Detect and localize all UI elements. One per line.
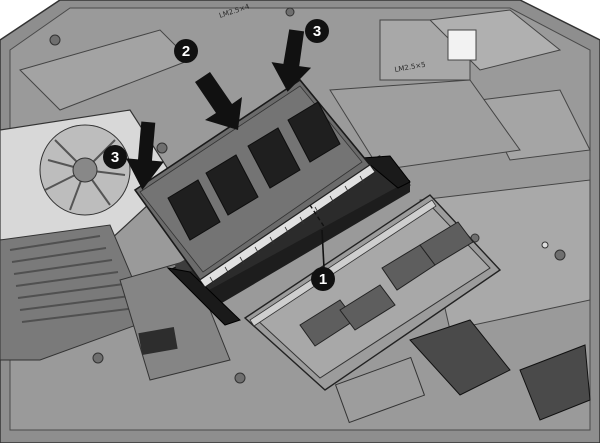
edge-connectors: [334, 319, 591, 424]
screw-icon: [49, 7, 566, 384]
notch-alignment-line: [309, 204, 326, 229]
callout-2-label: 2: [182, 43, 190, 60]
heatsink-fins: [0, 224, 231, 381]
callout-3-left: 3: [103, 145, 127, 169]
lower-memory-module: [243, 194, 502, 391]
callout-3-top: 3: [305, 19, 329, 43]
callout-1-label: 1: [319, 271, 327, 288]
callout-1: 1: [311, 267, 335, 291]
callout-1-leader: [321, 229, 325, 269]
callout-2: 2: [174, 39, 198, 63]
diagonal-arrow-icon: [195, 72, 242, 130]
fan-icon: [0, 109, 176, 241]
callout-3-left-label: 3: [111, 149, 119, 166]
module-contacts: [199, 164, 376, 288]
memory-chips: [167, 101, 341, 241]
upper-memory-module: [133, 78, 376, 288]
down-arrow-icon: [126, 29, 312, 190]
callout-3-top-label: 3: [313, 23, 321, 40]
